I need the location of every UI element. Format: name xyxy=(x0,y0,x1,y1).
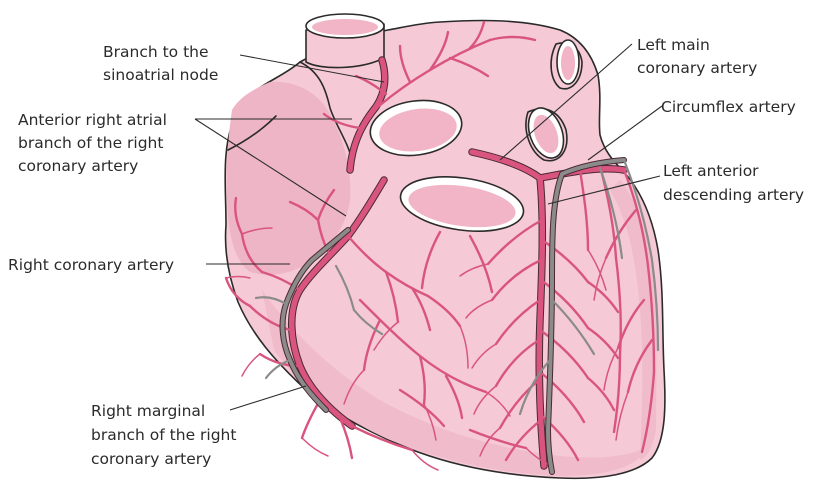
label-anterior-atrial: Anterior right atrial branch of the righ… xyxy=(18,111,172,175)
lower-shade xyxy=(262,290,648,476)
label-circumflex: Circumflex artery xyxy=(661,98,796,116)
label-left-main: Left main coronary artery xyxy=(637,36,757,77)
leader-circumflex xyxy=(587,105,663,161)
leader-marginal xyxy=(229,385,307,411)
left-main-artery xyxy=(469,149,543,181)
leader-lad xyxy=(547,175,661,205)
great-cardiac-vein xyxy=(546,158,626,474)
upper-vessel-inner xyxy=(379,108,457,152)
label-rca: Right coronary artery xyxy=(8,256,174,274)
label-sa-branch: Branch to the sinoatrial node xyxy=(103,43,218,84)
pulmonary-vein-top-inner xyxy=(561,46,575,80)
cardiac-veins xyxy=(254,157,660,475)
label-lad: Left anterior descending artery xyxy=(663,162,804,204)
aorta-opening-inner xyxy=(312,19,378,35)
heart-illustration xyxy=(224,13,666,480)
leader-anterior-atrial-2 xyxy=(194,118,347,217)
circumflex-trunk xyxy=(537,165,627,181)
label-marginal: Right marginal branch of the right coron… xyxy=(91,402,241,468)
labels: Branch to the sinoatrial node Anterior r… xyxy=(8,36,804,468)
leader-lines xyxy=(194,43,663,411)
coronary-arteries xyxy=(224,20,656,471)
leader-sa-branch xyxy=(239,54,385,83)
leader-left-main xyxy=(499,43,633,161)
lower-vessel-inner xyxy=(408,184,516,228)
right-atrium-outline xyxy=(299,61,353,161)
